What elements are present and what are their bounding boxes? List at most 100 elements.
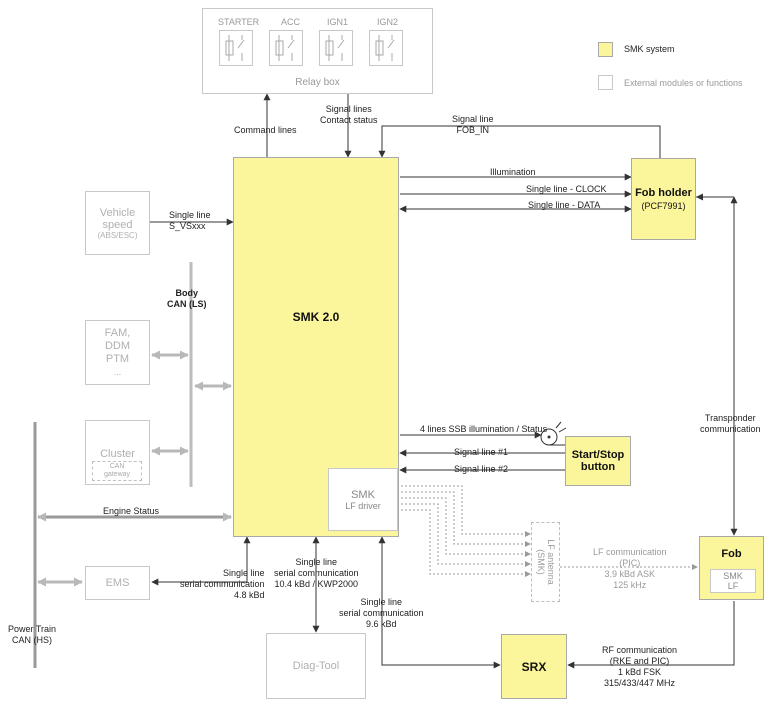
fam-line3: PTM [105,352,130,365]
fob-block: Fob SMK LF [699,536,764,600]
label-rf-comm: RF communication (RKE and PIC) 1 kBd FSK… [602,645,677,689]
lf-antenna-line3: (SMK) [535,549,546,575]
fob-smk-lf-line1: SMK [723,571,743,581]
fam-line1: FAM, [104,326,131,339]
label-srx-comm-1: Single line [360,597,403,607]
fob-smk-lf: SMK LF [710,569,756,593]
label-fob-in: Signal line FOB_IN [452,114,494,136]
srx-block: SRX [501,634,567,699]
label-diag-comm-3: 10.4 kBd / KWP2000 [274,579,359,589]
label-lf-comm-4: 125 kHz [613,580,647,590]
legend-smk-swatch [598,42,613,57]
vehicle-speed-line2: speed [102,218,133,231]
start-stop-line2: button [580,461,616,473]
relay-switch-icon [219,30,253,66]
can-gateway-box: CAN gateway [92,461,142,481]
smk-lf-driver-line1: SMK [351,488,375,501]
label-ems-comm: Single line serial communication 4.8 kBd [180,568,265,601]
lf-antenna-wires [397,485,527,575]
label-transponder-1: Transponder [704,413,756,423]
legend-external-swatch [598,75,613,90]
lf-antenna-block: LF antenna (SMK) [531,522,560,602]
label-single-line: Single line S_VSxxx [169,210,211,232]
start-stop-line1: Start/Stop [571,449,625,461]
relay-box-title: Relay box [295,77,340,88]
lf-antenna-text: LF antenna (SMK) [536,539,556,585]
fob-in-wire [378,125,661,158]
label-lf-comm-1: LF communication [593,547,667,557]
vehicle-speed-line3: (ABS/ESC) [97,230,138,240]
fob-holder-block: Fob holder (PCF7991) [631,158,696,240]
label-srx-comm-2: serial communication [339,608,424,618]
fam-ddm-ptm-block: FAM, DDM PTM ... [85,320,150,385]
ems-serial-wire [151,536,251,586]
label-diag-comm: Single line serial communication 10.4 kB… [274,557,359,590]
label-transponder-2: communication [700,424,761,434]
legend-smk-label: SMK system [624,44,675,54]
rf-wire [567,601,735,669]
label-ssb-illumination: 4 lines SSB illumination / Status [420,424,548,434]
label-diag-comm-2: serial communication [274,568,359,578]
fam-line2: DDM [104,339,131,352]
label-rf-comm-4: 315/433/447 MHz [603,678,676,688]
label-signal-lines-2: Contact status [320,115,378,125]
label-rf-comm-2: (RKE and PIC) [609,656,670,666]
relay-name-acc: ACC [281,17,301,27]
label-ems-comm-1: Single line [223,568,265,578]
label-data: Single line - DATA [528,200,601,210]
can-gateway-line2: gateway [103,471,131,478]
fob-holder-subtitle: (PCF7991) [641,201,686,211]
relay-switch-icon [369,30,403,66]
legend-external-label: External modules or functions [624,78,743,88]
label-diag-comm-1: Single line [295,557,338,567]
smk-main-title: SMK 2.0 [292,310,340,324]
label-single-line-2: S_VSxxx [169,221,206,231]
relay-name-ign1: IGN1 [327,17,349,27]
label-transponder: Transponder communication [700,413,761,435]
diag-tool-title: Diag-Tool [292,660,340,672]
fob-title: Fob [721,548,742,560]
label-signal-lines-1: Signal lines [325,104,372,114]
label-illumination: Illumination [490,167,536,177]
label-lf-comm-2: (PIC) [619,558,641,568]
label-power-train-can-1: Power Train [8,624,57,634]
label-lf-comm-3: 3.9 kBd ASK [604,569,656,579]
srx-serial-wire [378,536,501,669]
srx-title: SRX [521,659,547,674]
label-srx-comm: Single line serial communication 9.6 kBd [339,597,424,630]
label-signal-line-2: Signal line #2 [454,464,509,474]
label-body-can: Body CAN (LS) [167,288,207,310]
ems-block: EMS [85,566,150,600]
label-signal-lines: Signal lines Contact status [320,104,378,126]
label-signal-line-1: Signal line #1 [454,447,509,457]
label-rf-comm-1: RF communication [602,645,678,655]
label-fob-in-2: FOB_IN [456,125,490,135]
fob-holder-title: Fob holder [635,187,692,199]
fam-line4: ... [113,366,122,377]
label-engine-status: Engine Status [103,506,160,516]
start-stop-button-block: Start/Stop button [565,436,631,486]
label-ems-comm-3: 4.8 kBd [234,590,265,600]
label-ems-comm-2: serial communication [180,579,265,589]
lf-antenna-line2: antenna [545,552,556,585]
label-fob-in-1: Signal line [452,114,494,124]
cluster-block: Cluster CAN gateway [85,420,150,485]
label-srx-comm-3: 9.6 kBd [366,619,397,629]
label-command-lines: Command lines [234,125,297,135]
relay-switch-icon [269,30,303,66]
fob-smk-lf-line2: LF [727,581,739,591]
label-power-train-can: Power Train CAN (HS) [8,624,56,646]
relay-switch-icon [319,30,353,66]
label-body-can-2: CAN (LS) [167,299,207,309]
label-clock: Single line - CLOCK [526,184,607,194]
label-power-train-can-2: CAN (HS) [12,635,53,645]
diag-tool-block: Diag-Tool [266,633,366,699]
can-gateway-line1: CAN [109,463,125,470]
label-body-can-1: Body [175,288,199,298]
smk-lf-driver-line2: LF driver [345,500,381,511]
smk-lf-driver: SMK LF driver [328,468,398,531]
label-rf-comm-3: 1 kBd FSK [618,667,662,677]
ems-title: EMS [105,577,130,589]
relay-name-starter: STARTER [218,17,260,27]
